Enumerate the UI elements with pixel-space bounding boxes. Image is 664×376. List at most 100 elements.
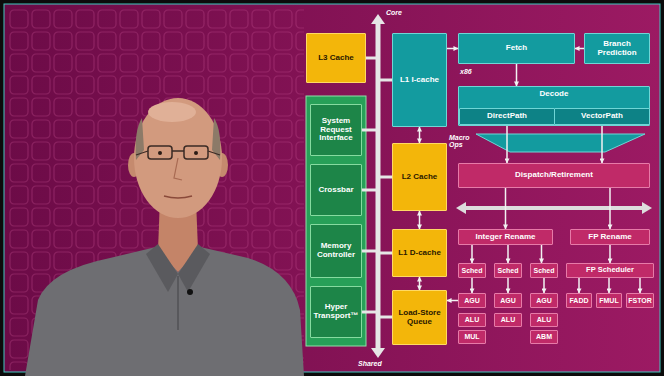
data-path-arrow xyxy=(609,188,611,229)
block-label: Integer Rename xyxy=(475,233,535,242)
execution-block: FMUL xyxy=(596,293,622,308)
block-label: AGU xyxy=(500,297,516,305)
execution-block: FSTOR xyxy=(626,293,654,308)
block-label: MUL xyxy=(464,333,479,341)
placket xyxy=(177,276,179,330)
execution-block: ALU xyxy=(494,313,522,327)
data-path-arrow xyxy=(541,245,543,263)
block-label: FADD xyxy=(569,297,588,305)
block-label: Sched xyxy=(533,267,554,275)
collar xyxy=(146,244,178,292)
block-label: VectorPath xyxy=(581,112,623,121)
execution-block: FADD xyxy=(566,293,592,308)
execution-block: FP Rename xyxy=(570,229,650,245)
glasses xyxy=(172,150,184,152)
glasses xyxy=(148,146,172,159)
data-path-arrow xyxy=(516,64,518,86)
execution-block: Sched xyxy=(458,263,486,278)
block-label: FP Rename xyxy=(588,233,631,242)
decode-path-block: VectorPath xyxy=(554,108,650,125)
block-label: ABM xyxy=(536,333,552,341)
uncore-block: Crossbar xyxy=(310,164,362,216)
head xyxy=(134,98,222,218)
glasses xyxy=(184,146,208,159)
cache-block: L1 D-cache xyxy=(392,229,447,277)
data-path-arrow xyxy=(639,278,641,293)
bus-arrowhead xyxy=(371,348,385,358)
annotation-label: Shared xyxy=(358,360,382,367)
eye xyxy=(194,151,198,155)
block-label: Fetch xyxy=(506,44,527,53)
block-label: FP Scheduler xyxy=(586,266,634,274)
bus-taps xyxy=(362,58,392,317)
collar xyxy=(178,244,210,292)
data-path-arrow xyxy=(419,211,421,229)
data-path-arrow xyxy=(471,245,473,263)
uncore-panel xyxy=(306,96,366,346)
frontend-block: L1 I-cache xyxy=(392,33,447,127)
block-label: ALU xyxy=(501,316,515,324)
data-path-arrow xyxy=(575,48,584,50)
execution-block: Dispatch/Retirement xyxy=(458,163,650,188)
macro-op-funnel xyxy=(476,134,645,152)
block-label: FMUL xyxy=(599,297,618,305)
block-label: Crossbar xyxy=(318,186,353,195)
execution-block: MUL xyxy=(458,330,486,344)
data-path-arrow xyxy=(506,125,508,163)
data-path-arrow xyxy=(543,278,545,293)
lapel-microphone xyxy=(187,289,193,295)
block-label: L1 D-cache xyxy=(398,249,441,258)
glasses xyxy=(208,151,220,155)
data-path-arrow xyxy=(419,127,421,143)
bus-line xyxy=(376,22,381,350)
block-label: Decode xyxy=(540,90,569,99)
data-path-arrow xyxy=(601,125,603,163)
cache-block: Load-Store Queue xyxy=(392,290,447,345)
block-label: Sched xyxy=(461,267,482,275)
decode-path-block: DirectPath xyxy=(459,108,555,125)
data-path-arrow xyxy=(419,277,421,290)
execution-block: ALU xyxy=(458,313,486,327)
frontend-block: Fetch xyxy=(458,33,575,64)
block-label: Sched xyxy=(497,267,518,275)
block-label: Load-Store Queue xyxy=(394,309,445,327)
execution-block: Sched xyxy=(494,263,522,278)
execution-block: FP Scheduler xyxy=(566,263,654,278)
block-label: Memory Controller xyxy=(312,242,360,260)
nose xyxy=(174,158,182,180)
mouth xyxy=(164,196,192,198)
uncore-block: Hyper Transport™ xyxy=(310,286,362,338)
uncore-block: System Request Interface xyxy=(310,104,362,156)
annotation-label: Macro Ops xyxy=(449,134,473,149)
frontend-block: DecodeDirectPath VectorPath xyxy=(458,86,650,126)
cache-block: L3 Cache xyxy=(306,33,366,83)
dispatch-bus-arrowhead xyxy=(642,202,652,214)
execution-block: AGU xyxy=(494,293,522,308)
annotation-label: Core xyxy=(386,9,402,16)
block-label: L1 I-cache xyxy=(400,76,439,85)
execution-block: Integer Rename xyxy=(458,229,553,245)
data-path-arrow xyxy=(447,48,458,50)
scalp-highlight xyxy=(148,102,196,122)
block-label: L2 Cache xyxy=(402,173,438,182)
annotation-label: x86 xyxy=(460,68,472,75)
dispatch-bus-line xyxy=(464,206,644,210)
execution-block: AGU xyxy=(530,293,558,308)
execution-block: Sched xyxy=(530,263,558,278)
data-path-arrow xyxy=(609,245,611,263)
presenter-figure xyxy=(25,98,304,376)
data-path-arrow xyxy=(505,188,507,229)
eye xyxy=(158,151,162,155)
frontend-block: Branch Prediction xyxy=(584,33,650,64)
block-label: L3 Cache xyxy=(318,54,354,63)
execution-block: ALU xyxy=(530,313,558,327)
data-path-arrow xyxy=(507,278,509,293)
block-label: ALU xyxy=(465,316,479,324)
execution-block: AGU xyxy=(458,293,486,308)
system-bus xyxy=(362,14,392,358)
block-label: Dispatch/Retirement xyxy=(515,171,593,180)
block-label: AGU xyxy=(536,297,552,305)
bus-arrowhead xyxy=(371,14,385,24)
block-label: AGU xyxy=(464,297,480,305)
